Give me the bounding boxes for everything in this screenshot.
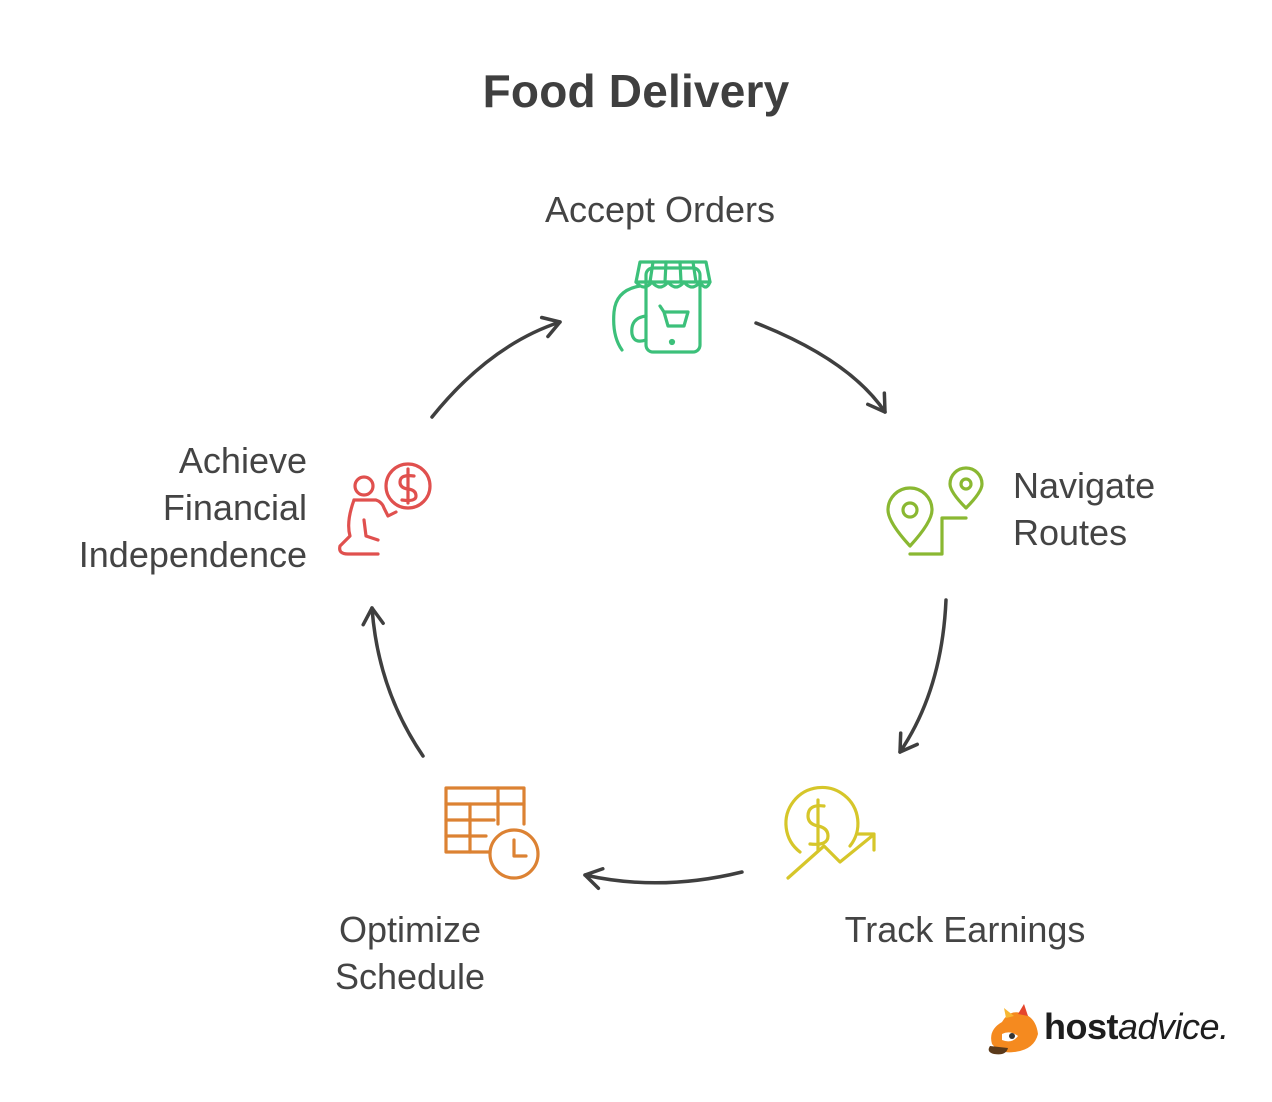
diagram-title: Food Delivery xyxy=(482,65,790,117)
arrow-track-to-optimize xyxy=(583,867,744,891)
person-money-icon xyxy=(338,462,432,556)
hostadvice-logo-icon xyxy=(988,1004,1038,1055)
earnings-growth-icon xyxy=(784,785,876,880)
step-label-navigate-routes: Navigate Routes xyxy=(1013,465,1156,553)
arrow-accept-to-navigate xyxy=(754,321,887,414)
arrow-achieve-to-accept xyxy=(430,315,562,419)
step-label-optimize-schedule: Optimize Schedule xyxy=(334,909,486,997)
step-label-track-earnings: Track Earnings xyxy=(844,909,1086,950)
step-label-accept-orders: Accept Orders xyxy=(544,189,776,230)
shop-phone-icon xyxy=(612,260,712,354)
map-route-icon xyxy=(886,466,984,556)
step-label-achieve-financial-independence: Achieve Financial Independence xyxy=(78,440,307,575)
hostadvice-wordmark: hostadvice. xyxy=(1044,1006,1229,1047)
schedule-clock-icon xyxy=(444,786,540,880)
arrow-navigate-to-track xyxy=(898,598,948,754)
arrow-optimize-to-achieve xyxy=(361,606,425,758)
